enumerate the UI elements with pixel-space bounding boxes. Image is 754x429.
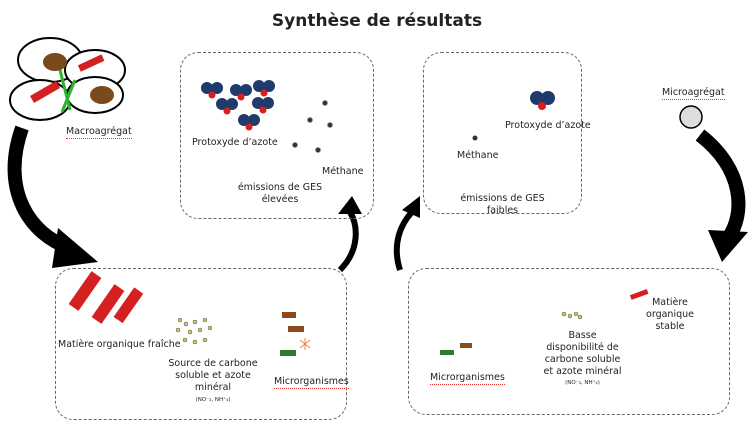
n2o-label-right: Protoxyde d’azote	[505, 120, 591, 131]
microorganisms-left-icon	[280, 312, 311, 356]
page-title: Synthèse de résultats	[271, 11, 483, 31]
n2o-label-left: Protoxyde d’azote	[192, 137, 278, 148]
macroaggregate-label: Macroagrégat	[66, 126, 132, 139]
stable-organic-matter-icon	[629, 289, 649, 300]
carbon-source-label-left: Source de carbone soluble et azote minér…	[168, 358, 258, 393]
microaggregate-icon	[679, 105, 703, 129]
macroaggregate-icon	[9, 37, 126, 121]
n2o-molecules-left	[201, 80, 275, 131]
microorganisms-label-left: Microrganismes	[274, 376, 349, 389]
ions-label-right: (NO⁻₃, NH⁺₄)	[565, 380, 600, 386]
stable-organic-matter-label: Matière organique stable	[646, 297, 694, 332]
fresh-organic-matter-icon	[68, 271, 144, 324]
fresh-soil-box	[55, 268, 347, 420]
methane-molecules-left	[292, 100, 333, 153]
carbon-dots-right	[561, 311, 583, 320]
left-big-arrow-head	[52, 228, 98, 268]
fresh-organic-matter-label: Matière organique fraîche	[58, 339, 181, 350]
left-big-arrow	[7, 125, 73, 255]
carbon-source-label-right: Basse disponibilité de carbone soluble e…	[543, 330, 622, 377]
ions-label-left: (NO⁻₃, NH⁺₄)	[195, 397, 231, 403]
right-small-arrow	[393, 209, 415, 271]
emissions-low-caption: émissions de GES faibles	[460, 193, 545, 216]
n2o-molecule-right	[530, 91, 555, 110]
high-emissions-box	[180, 52, 374, 219]
methane-molecule-right	[472, 135, 478, 141]
carbon-dots-left	[175, 317, 213, 345]
methane-label-left: Méthane	[322, 166, 364, 177]
methane-label-right: Méthane	[457, 150, 499, 161]
microorganisms-right-icon	[440, 343, 472, 355]
stable-soil-box	[408, 268, 730, 415]
microaggregate-label: Microagrégat	[662, 87, 725, 100]
emissions-high-caption: émissions de GES élevées	[237, 182, 323, 205]
right-big-arrow	[695, 129, 746, 243]
left-small-arrow	[337, 210, 359, 273]
right-big-arrow-head	[708, 230, 748, 262]
low-emissions-box	[423, 52, 582, 214]
microorganisms-label-right: Microrganismes	[430, 372, 505, 385]
